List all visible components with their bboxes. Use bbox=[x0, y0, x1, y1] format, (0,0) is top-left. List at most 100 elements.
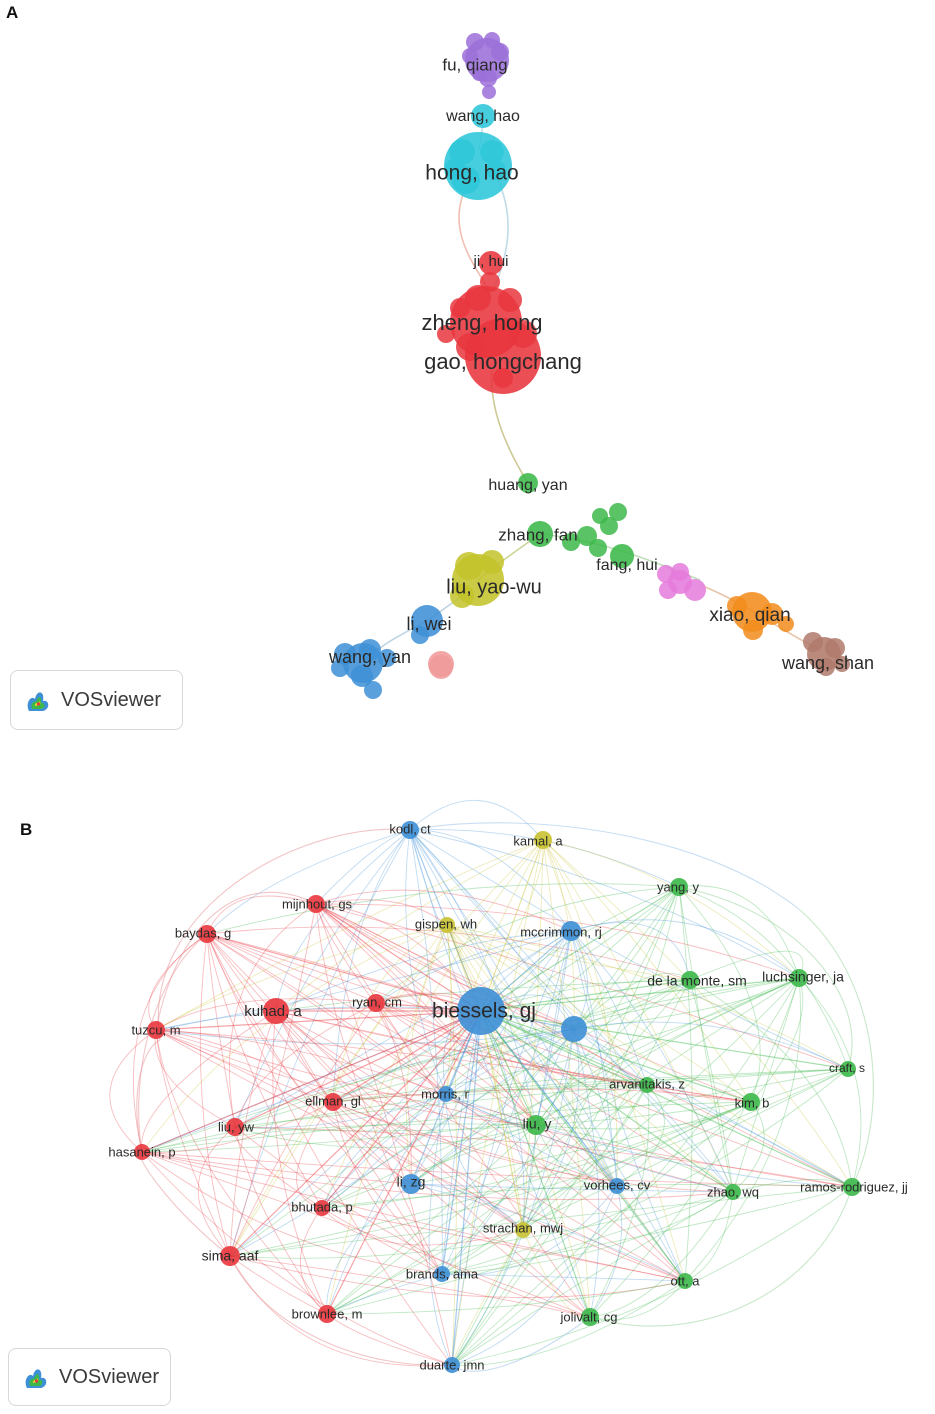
node-b-sima_aaf[interactable] bbox=[220, 1246, 240, 1266]
node-b-brands_ama[interactable] bbox=[434, 1266, 450, 1282]
edge-b-141 bbox=[750, 977, 804, 1103]
edge-b-319 bbox=[480, 979, 691, 1012]
node-a-salmon_node[interactable] bbox=[428, 651, 454, 677]
edge-b-rim-9 bbox=[678, 886, 853, 1070]
edge-b-125 bbox=[570, 930, 686, 1282]
edge-b-273 bbox=[141, 1151, 853, 1188]
bubble-a-24 bbox=[609, 503, 627, 521]
node-b-baydas_g[interactable] bbox=[198, 925, 216, 943]
bubble-a-45 bbox=[364, 681, 382, 699]
node-b-blue_large[interactable] bbox=[561, 1016, 587, 1042]
node-a-wang_hao[interactable] bbox=[471, 104, 495, 128]
edge-b-103 bbox=[446, 924, 524, 1231]
edge-b-224 bbox=[646, 1078, 752, 1103]
node-b-arvanitakis_z[interactable] bbox=[639, 1077, 655, 1093]
edge-b-100 bbox=[446, 924, 618, 1187]
edge-b-74 bbox=[148, 933, 208, 1031]
label-b-li_zg: li, zg bbox=[397, 1174, 426, 1190]
edge-b-236 bbox=[445, 1093, 734, 1193]
node-a-zhang_fan[interactable] bbox=[527, 521, 553, 547]
node-b-bhutada_p[interactable] bbox=[314, 1200, 330, 1216]
node-b-strachan_mwj[interactable] bbox=[515, 1222, 531, 1238]
label-a-ji_hui: ji, hui bbox=[472, 253, 508, 270]
edges-a bbox=[362, 115, 821, 664]
edge-b-338 bbox=[480, 1010, 524, 1231]
edge-b-251 bbox=[234, 1101, 752, 1132]
node-a-huang_yan[interactable] bbox=[518, 473, 538, 493]
node-b-biessels_gj[interactable] bbox=[457, 987, 505, 1035]
edge-b-126 bbox=[451, 930, 572, 1366]
node-b-zhao_wq[interactable] bbox=[725, 1184, 741, 1200]
edge-b-96 bbox=[446, 924, 752, 1103]
node-a-li_wei[interactable] bbox=[411, 605, 443, 637]
edge-b-85 bbox=[199, 933, 231, 1257]
node-a-wang_yan[interactable] bbox=[343, 643, 383, 683]
node-b-tuzcu_m[interactable] bbox=[147, 1021, 165, 1039]
label-b-craft_s: craft, s bbox=[829, 1061, 865, 1075]
node-b-morris_r[interactable] bbox=[438, 1086, 454, 1102]
node-b-ramos_rodriguez_jj[interactable] bbox=[843, 1178, 861, 1196]
node-a-fang_hui[interactable] bbox=[610, 544, 634, 568]
edge-b-70 bbox=[315, 903, 591, 1318]
edge-b-287 bbox=[441, 1191, 734, 1275]
edge-b-257 bbox=[326, 1101, 752, 1315]
node-b-kodl_ct[interactable] bbox=[401, 821, 419, 839]
node-b-vorhees_cv[interactable] bbox=[609, 1178, 625, 1194]
edge-b-135 bbox=[689, 979, 853, 1188]
edge-b-142 bbox=[535, 977, 800, 1126]
node-b-mccrimmon_rj[interactable] bbox=[561, 921, 581, 941]
edge-b-116 bbox=[570, 930, 648, 1086]
node-a-hong_hao[interactable] bbox=[444, 132, 512, 200]
bubble-a-27 bbox=[562, 533, 580, 551]
edge-b-6 bbox=[275, 829, 411, 1012]
node-a-wang_shan[interactable] bbox=[807, 637, 841, 671]
node-b-kamal_a[interactable] bbox=[534, 831, 552, 849]
node-b-kuhad_a[interactable] bbox=[263, 998, 289, 1024]
edge-b-302 bbox=[229, 1255, 686, 1298]
node-b-liu_yw[interactable] bbox=[226, 1118, 244, 1136]
node-b-ellman_gl[interactable] bbox=[324, 1093, 342, 1111]
node-b-li_zg[interactable] bbox=[401, 1174, 421, 1194]
edge-b-32 bbox=[522, 839, 544, 1231]
node-b-ryan_cm[interactable] bbox=[367, 994, 385, 1012]
node-a-liu_yaowu[interactable] bbox=[452, 554, 504, 606]
label-b-liu_yw: liu, yw bbox=[218, 1119, 255, 1134]
label-a-zhang_fan: zhang, fan bbox=[498, 525, 577, 544]
edge-b-202 bbox=[451, 1028, 575, 1366]
node-b-ott_a[interactable] bbox=[677, 1273, 693, 1289]
edge-b-8 bbox=[409, 829, 575, 1030]
edge-b-rim-4 bbox=[451, 1316, 591, 1372]
label-b-zhao_wq: zhao, wq bbox=[707, 1184, 759, 1199]
node-b-craft_s[interactable] bbox=[840, 1061, 856, 1077]
node-b-jolivalt_cg[interactable] bbox=[581, 1308, 599, 1326]
edge-b-320 bbox=[480, 977, 800, 1012]
node-b-yang_y[interactable] bbox=[670, 878, 688, 896]
node-b-duarte_jmn[interactable] bbox=[444, 1357, 460, 1373]
edge-b-293 bbox=[229, 1186, 853, 1257]
node-b-mijnhout_gs[interactable] bbox=[307, 895, 325, 913]
edge-b-157 bbox=[141, 1010, 277, 1153]
node-a-xiao_qian[interactable] bbox=[732, 592, 772, 632]
label-b-kodl_ct: kodl, ct bbox=[389, 821, 431, 836]
edge-b-244 bbox=[141, 1101, 334, 1153]
edge-b-283 bbox=[589, 1185, 623, 1318]
node-a-pink_cluster[interactable] bbox=[668, 570, 692, 594]
edge-b-75 bbox=[206, 933, 648, 1086]
node-b-de_la_monte_sm[interactable] bbox=[681, 971, 699, 989]
node-b-brownlee_m[interactable] bbox=[318, 1305, 336, 1323]
edge-b-rim-1 bbox=[409, 822, 801, 911]
node-b-luchsinger_ja[interactable] bbox=[790, 969, 808, 987]
node-a-fu_qiang[interactable] bbox=[465, 38, 509, 82]
node-b-gispen_wh[interactable] bbox=[439, 917, 455, 933]
edge-b-rim-7 bbox=[136, 1039, 161, 1153]
node-a-gao_hongchang[interactable] bbox=[465, 318, 541, 394]
label-b-brands_ama: brands, ama bbox=[406, 1266, 479, 1281]
label-b-brownlee_m: brownlee, m bbox=[292, 1306, 363, 1321]
edge-b-90 bbox=[446, 924, 691, 981]
node-b-hasanein_p[interactable] bbox=[134, 1144, 150, 1160]
edge-b-171 bbox=[375, 1002, 752, 1103]
node-a-ji_hui[interactable] bbox=[479, 251, 503, 275]
edge-b-222 bbox=[326, 1068, 849, 1315]
node-b-liu_y[interactable] bbox=[526, 1115, 546, 1135]
node-b-kim_b[interactable] bbox=[742, 1093, 760, 1111]
